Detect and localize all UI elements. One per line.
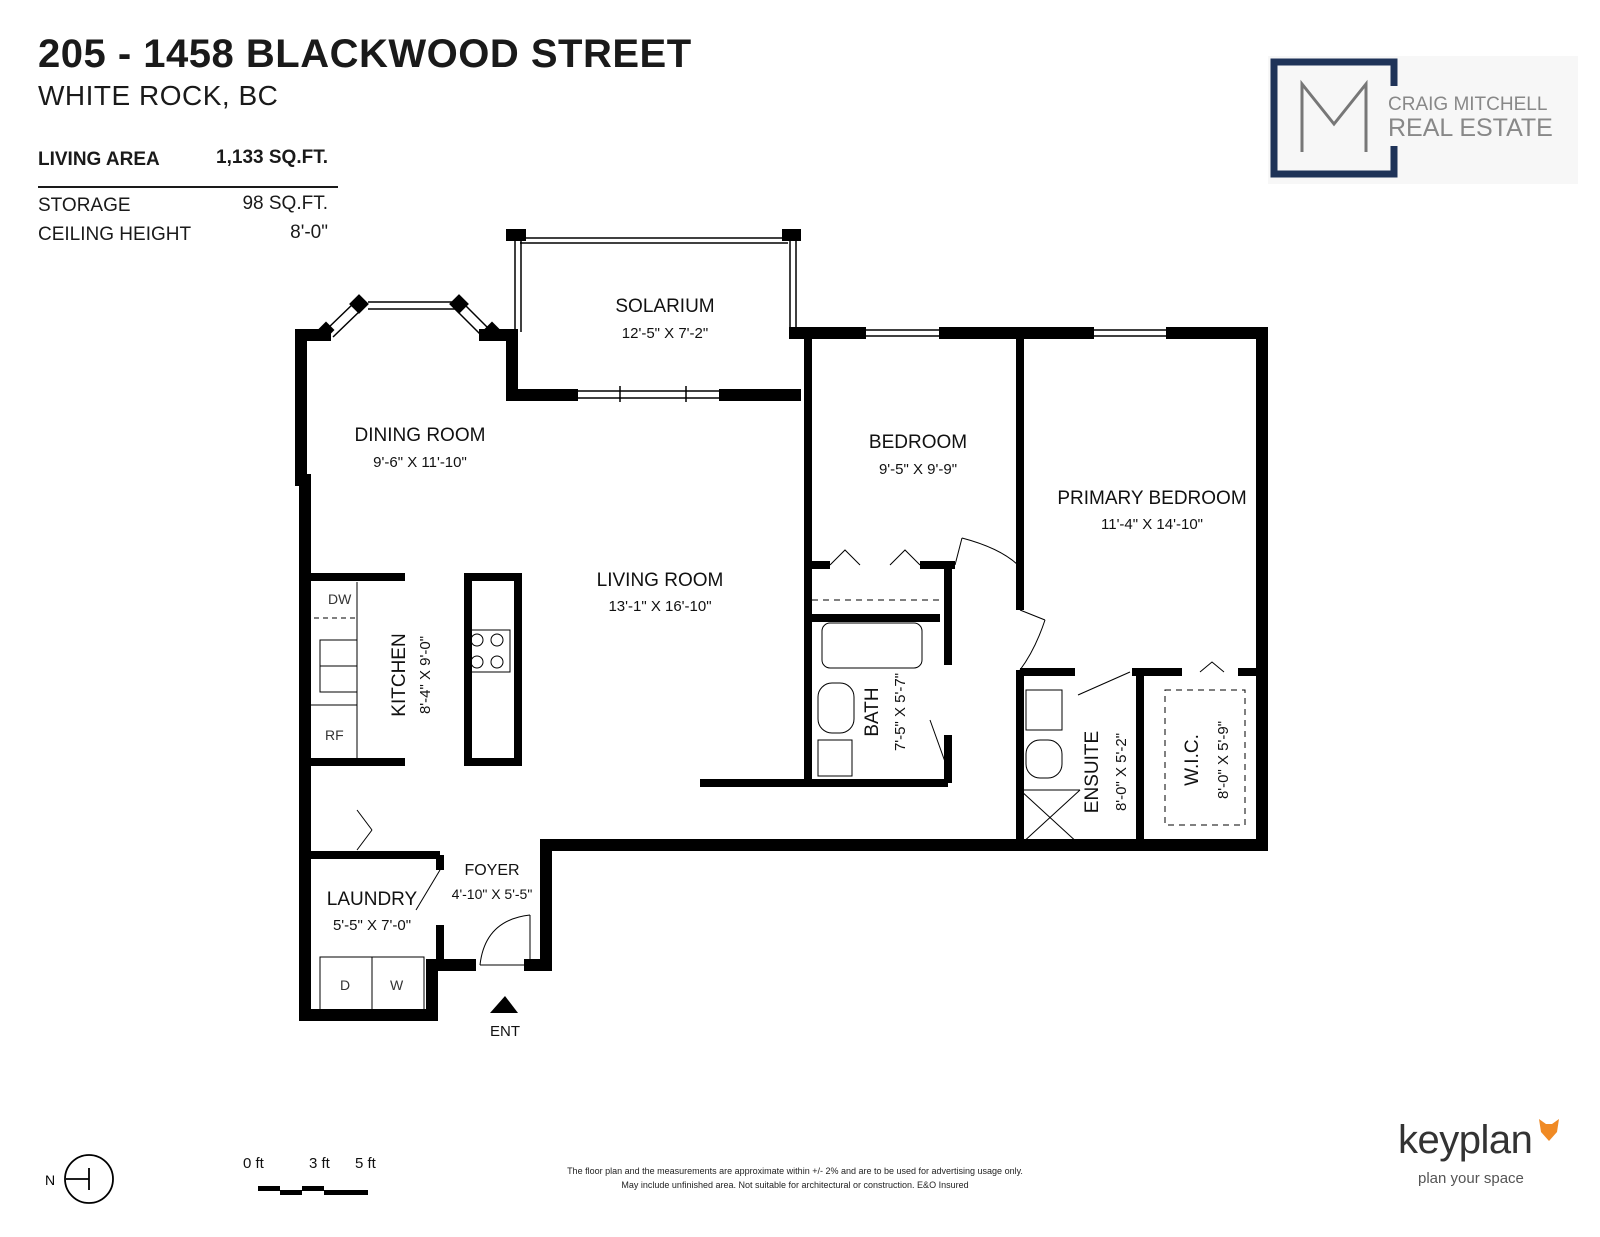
kitchen-fixtures (305, 582, 511, 762)
scale-bar: 0 ft 3 ft 5 ft (243, 1155, 377, 1195)
room-wic-dims: 8'-0" X 5'-9" (1215, 721, 1232, 799)
room-kitchen-dims: 8'-4" X 9'-0" (417, 636, 434, 714)
room-bedroom-name: BEDROOM (869, 432, 967, 453)
living-area-value: 1,133 SQ.FT. (216, 147, 328, 168)
room-living-name: LIVING ROOM (597, 570, 724, 591)
room-solarium-dims: 12'-5" X 7'-2" (622, 325, 708, 342)
washer-label: W (390, 977, 404, 993)
listing-address: 205 - 1458 BLACKWOOD STREET (38, 32, 692, 76)
fridge-label: RF (325, 727, 344, 743)
dishwasher-label: DW (328, 591, 352, 607)
room-foyer-name: FOYER (464, 862, 519, 879)
storage-label: STORAGE (38, 195, 131, 216)
room-bath-dims: 7'-5" X 5'-7" (892, 673, 909, 751)
scale-zero: 0 ft (243, 1155, 265, 1172)
compass-north-label: N (45, 1172, 55, 1188)
room-bedroom-dims: 9'-5" X 9'-9" (879, 461, 957, 478)
room-wic-name: W.I.C. (1182, 734, 1203, 786)
disclaimer-line1: The floor plan and the measurements are … (567, 1166, 1023, 1176)
ceiling-height-value: 8'-0" (290, 222, 328, 243)
room-primary-name: PRIMARY BEDROOM (1057, 488, 1246, 509)
keyplan-brand: keyplan (1398, 1118, 1533, 1162)
interior-walls (305, 333, 1262, 965)
bay-window (325, 301, 491, 338)
laundry-fixtures (319, 956, 425, 1012)
ceiling-height-label: CEILING HEIGHT (38, 224, 192, 245)
brand-logo: CRAIG MITCHELL REAL ESTATE (1268, 56, 1578, 184)
room-living-dims: 13'-1" X 16'-10" (608, 598, 711, 615)
room-ensuite-name: ENSUITE (1082, 731, 1103, 813)
room-ensuite-dims: 8'-0" X 5'-2" (1113, 733, 1130, 811)
room-solarium-name: SOLARIUM (615, 296, 714, 317)
exterior-walls (295, 229, 1268, 1021)
bath-fixtures (817, 622, 1063, 779)
keyplan-fox-icon (1539, 1119, 1559, 1141)
brand-logo-line2: REAL ESTATE (1388, 114, 1553, 142)
room-dining-dims: 9'-6" X 11'-10" (373, 454, 467, 471)
room-primary-dims: 11'-4" X 14'-10" (1101, 516, 1203, 533)
room-bath-name: BATH (862, 687, 883, 736)
doors (356, 537, 1132, 966)
living-area-label: LIVING AREA (38, 149, 160, 170)
north-compass: N (45, 1154, 114, 1204)
storage-value: 98 SQ.FT. (242, 193, 328, 214)
brand-logo-mark: CRAIG MITCHELL REAL ESTATE (1270, 58, 1553, 178)
room-laundry-name: LAUNDRY (327, 889, 418, 910)
keyplan-tagline: plan your space (1418, 1170, 1524, 1187)
solarium-glazing (514, 237, 797, 402)
scale-five: 5 ft (355, 1155, 377, 1172)
entrance-label: ENT (490, 1023, 520, 1040)
spec-divider (38, 186, 338, 188)
scale-three: 3 ft (309, 1155, 331, 1172)
bedroom-windows (860, 329, 1172, 337)
room-foyer-dims: 4'-10" X 5'-5" (452, 886, 533, 902)
brand-logo-line1: CRAIG MITCHELL (1388, 94, 1547, 115)
room-kitchen-name: KITCHEN (389, 633, 410, 716)
compass-icon (64, 1154, 114, 1204)
closet-doors (812, 549, 1246, 846)
listing-city: WHITE ROCK, BC (38, 80, 279, 111)
entrance-arrow-icon (490, 996, 518, 1013)
disclaimer-line2: May include unfinished area. Not suitabl… (621, 1180, 969, 1190)
room-dining-name: DINING ROOM (355, 425, 486, 446)
dryer-label: D (340, 977, 350, 993)
room-laundry-dims: 5'-5" X 7'-0" (333, 917, 411, 934)
